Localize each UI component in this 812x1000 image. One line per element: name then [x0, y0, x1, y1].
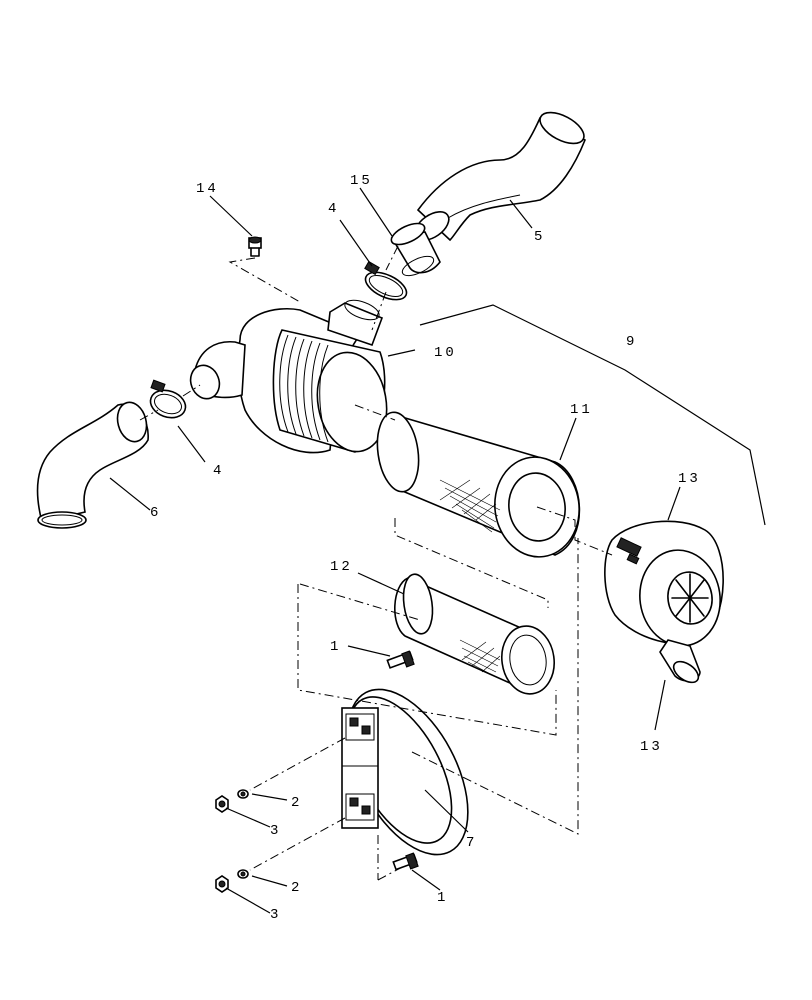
- part-5-upper-hose: [414, 111, 587, 242]
- leader-lines: [109, 187, 766, 914]
- callout-4-upper: 4: [328, 201, 339, 217]
- part-11-inner-filter: [394, 573, 555, 695]
- callout-9: 10: [434, 345, 457, 361]
- outer-filter-mesh: [439, 479, 501, 533]
- part-13-valve: [659, 639, 701, 684]
- part-2-washer-lower: [237, 869, 249, 879]
- part-9-housing: [189, 299, 388, 454]
- housing-ribs: [279, 334, 329, 443]
- callout-13-text: 13: [640, 739, 663, 755]
- part-3-nut-lower: [215, 875, 229, 893]
- callout-11: 12: [330, 559, 353, 575]
- cover-vent-spokes: [671, 573, 709, 623]
- part-7-mounting-band: [341, 688, 469, 856]
- part-15-sleeve: [390, 222, 441, 277]
- callout-15: 15: [350, 173, 373, 189]
- callout-12: 13: [678, 471, 701, 487]
- callout-5: 5: [534, 229, 545, 245]
- callout-10: 11: [570, 402, 593, 418]
- part-14-bolt: [248, 236, 262, 257]
- callout-3-lower: 3: [270, 907, 281, 923]
- band-bracket-details: [342, 713, 378, 821]
- callout-1-upper: 1: [330, 639, 341, 655]
- assembly-centerlines: [139, 245, 613, 881]
- part-1-bolt-upper: [386, 650, 415, 669]
- inner-filter-mesh: [459, 639, 501, 677]
- callout-3-upper: 3: [270, 823, 281, 839]
- callout-14: 14: [196, 181, 219, 197]
- callout-2-lower: 2: [291, 880, 302, 896]
- callout-2-upper: 2: [291, 795, 302, 811]
- part-3-nut-upper: [215, 795, 229, 813]
- part-1-bolt-lower: [392, 852, 419, 871]
- callout-labels: 14 15 4 5 9 10 11 4 13 6 12 1 14 13 13 2…: [150, 173, 701, 923]
- part-6-lower-hose: [36, 401, 149, 529]
- callout-8: 9: [626, 334, 637, 350]
- callout-1-lower: 1: [437, 890, 448, 906]
- part-4-clamp-lower: [149, 379, 187, 419]
- part-4-clamp-upper: [364, 260, 408, 301]
- part-12-cover: [604, 520, 724, 647]
- callout-4-lower: 4: [213, 463, 224, 479]
- callout-6: 6: [150, 505, 161, 521]
- callout-7: 7: [466, 835, 477, 851]
- part-2-washer-upper: [237, 789, 249, 799]
